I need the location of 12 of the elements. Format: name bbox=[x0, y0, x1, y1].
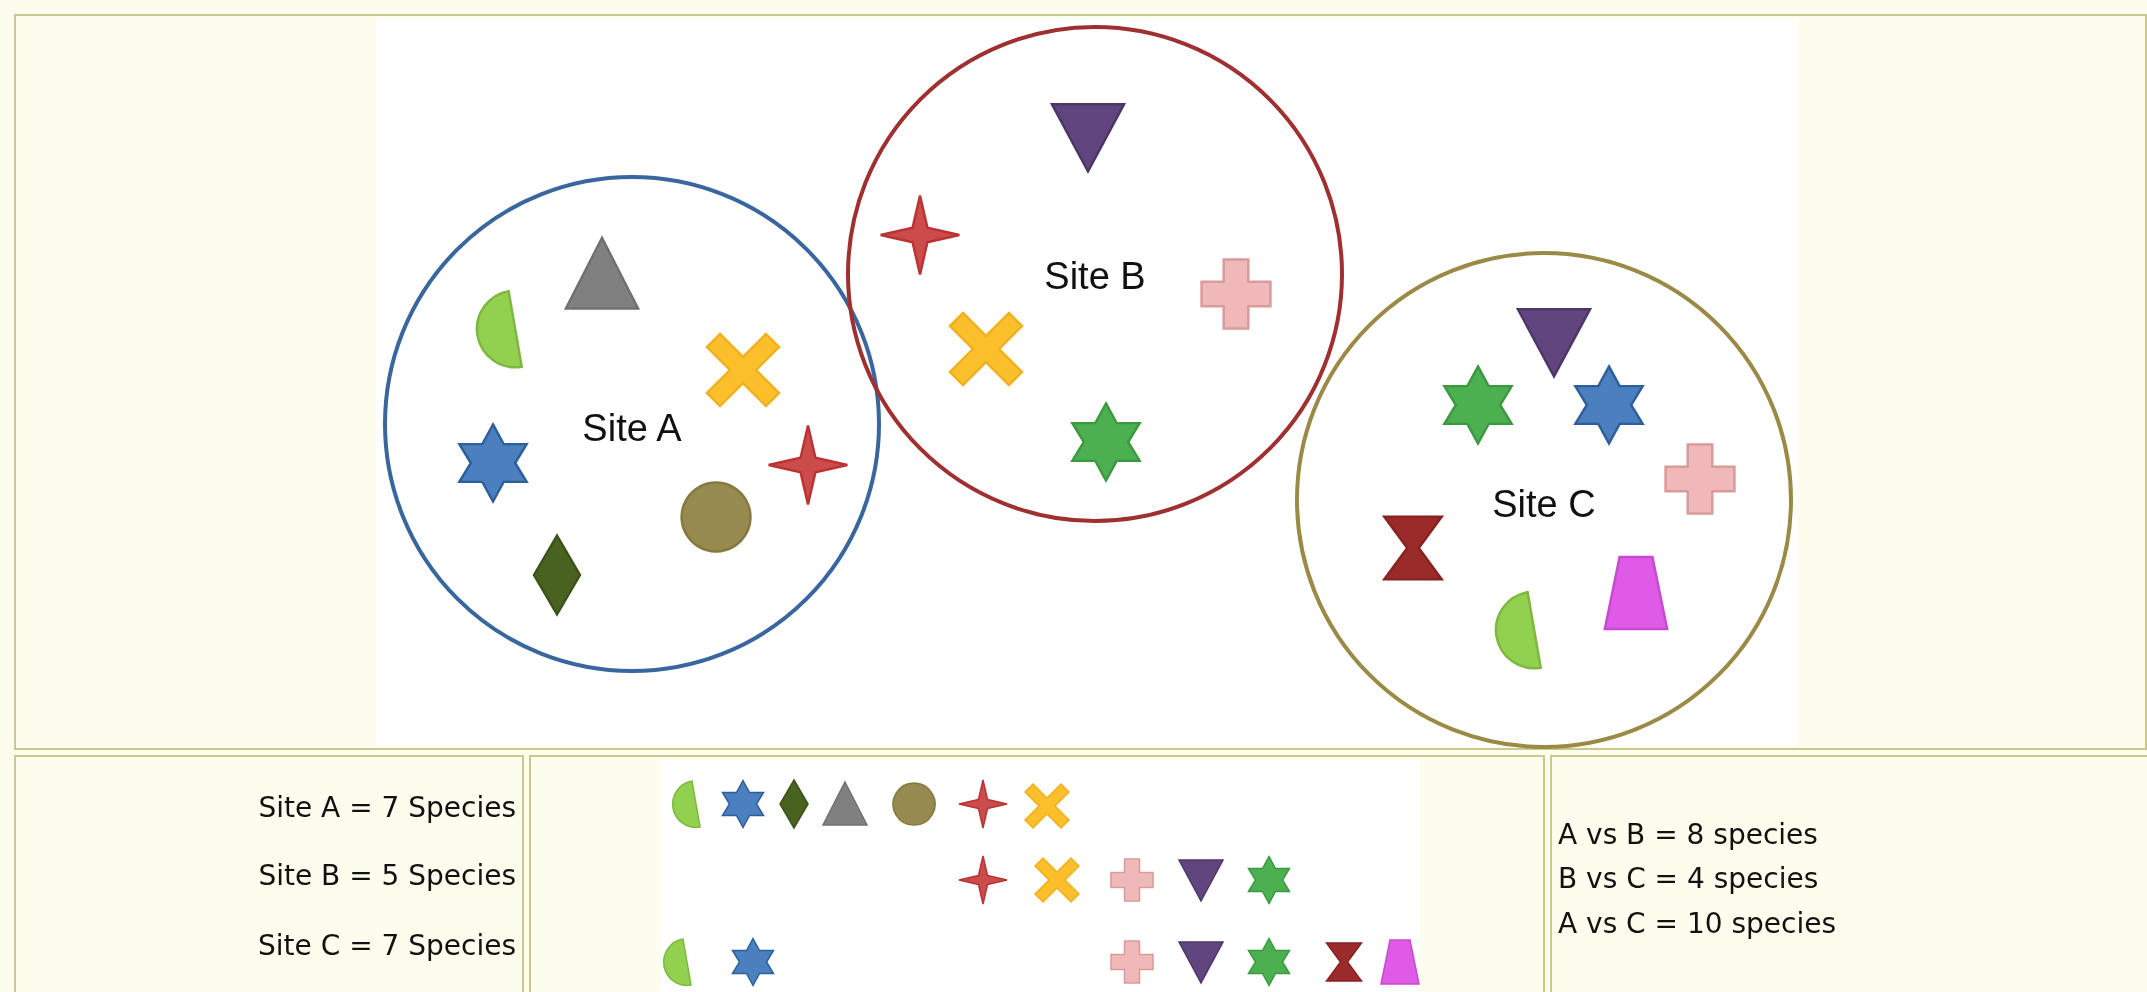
table-text: A vs B = 8 species bbox=[1558, 821, 1818, 849]
table-text: Site A = 7 Species bbox=[258, 794, 516, 822]
site-circle bbox=[1295, 251, 1793, 749]
table-text: B vs C = 4 species bbox=[1558, 865, 1819, 893]
site-label: Site C bbox=[1492, 485, 1596, 523]
table-text: Site C = 7 Species bbox=[258, 932, 516, 960]
site-circle bbox=[383, 175, 881, 673]
table-text: A vs C = 10 species bbox=[1558, 910, 1837, 938]
site-label: Site A bbox=[582, 409, 682, 447]
site-circle bbox=[846, 25, 1344, 523]
site-label: Site B bbox=[1044, 257, 1146, 295]
table-text: Site B = 5 Species bbox=[258, 862, 516, 890]
